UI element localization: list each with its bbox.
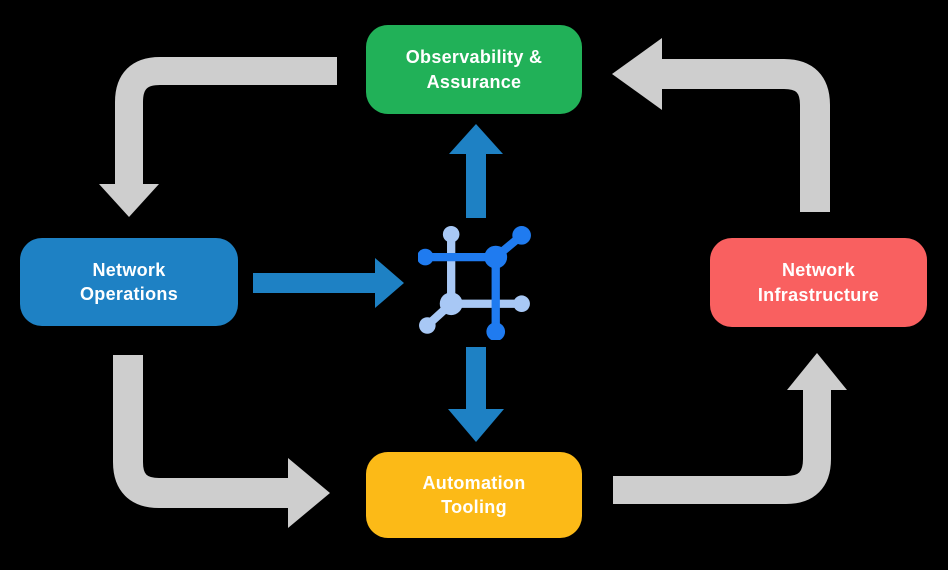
arrow-network-operations-to-center [253,258,404,308]
node-observability-assurance: Observability & Assurance [366,25,582,114]
node-label-line: Infrastructure [757,284,880,305]
node-network-operations: Network Operations [20,238,238,326]
node-network-infrastructure: Network Infrastructure [710,238,927,327]
node-label-line: Network [92,259,166,280]
arrow-network-infrastructure-to-observability [612,38,830,212]
node-label-line: Automation [422,472,526,493]
arrow-observability-to-network-operations [99,57,337,217]
node-label-line: Tooling [441,497,507,517]
arrow-network-operations-to-automation-tooling [113,355,330,528]
node-label-line: Observability & [405,47,543,68]
network-mesh-icon-light-dots [419,226,530,334]
arrow-automation-tooling-to-network-infrastructure [613,353,847,504]
network-mesh-icon-dark-dots [418,226,531,340]
arrow-center-to-automation-tooling [448,347,504,442]
network-mesh-icon [418,226,531,340]
node-label-line: Network [781,260,856,281]
node-automation-tooling: Automation Tooling [366,452,582,538]
arrow-center-to-observability [449,124,503,218]
node-label-line: Operations [79,284,179,304]
node-label-line: Assurance [426,71,522,92]
